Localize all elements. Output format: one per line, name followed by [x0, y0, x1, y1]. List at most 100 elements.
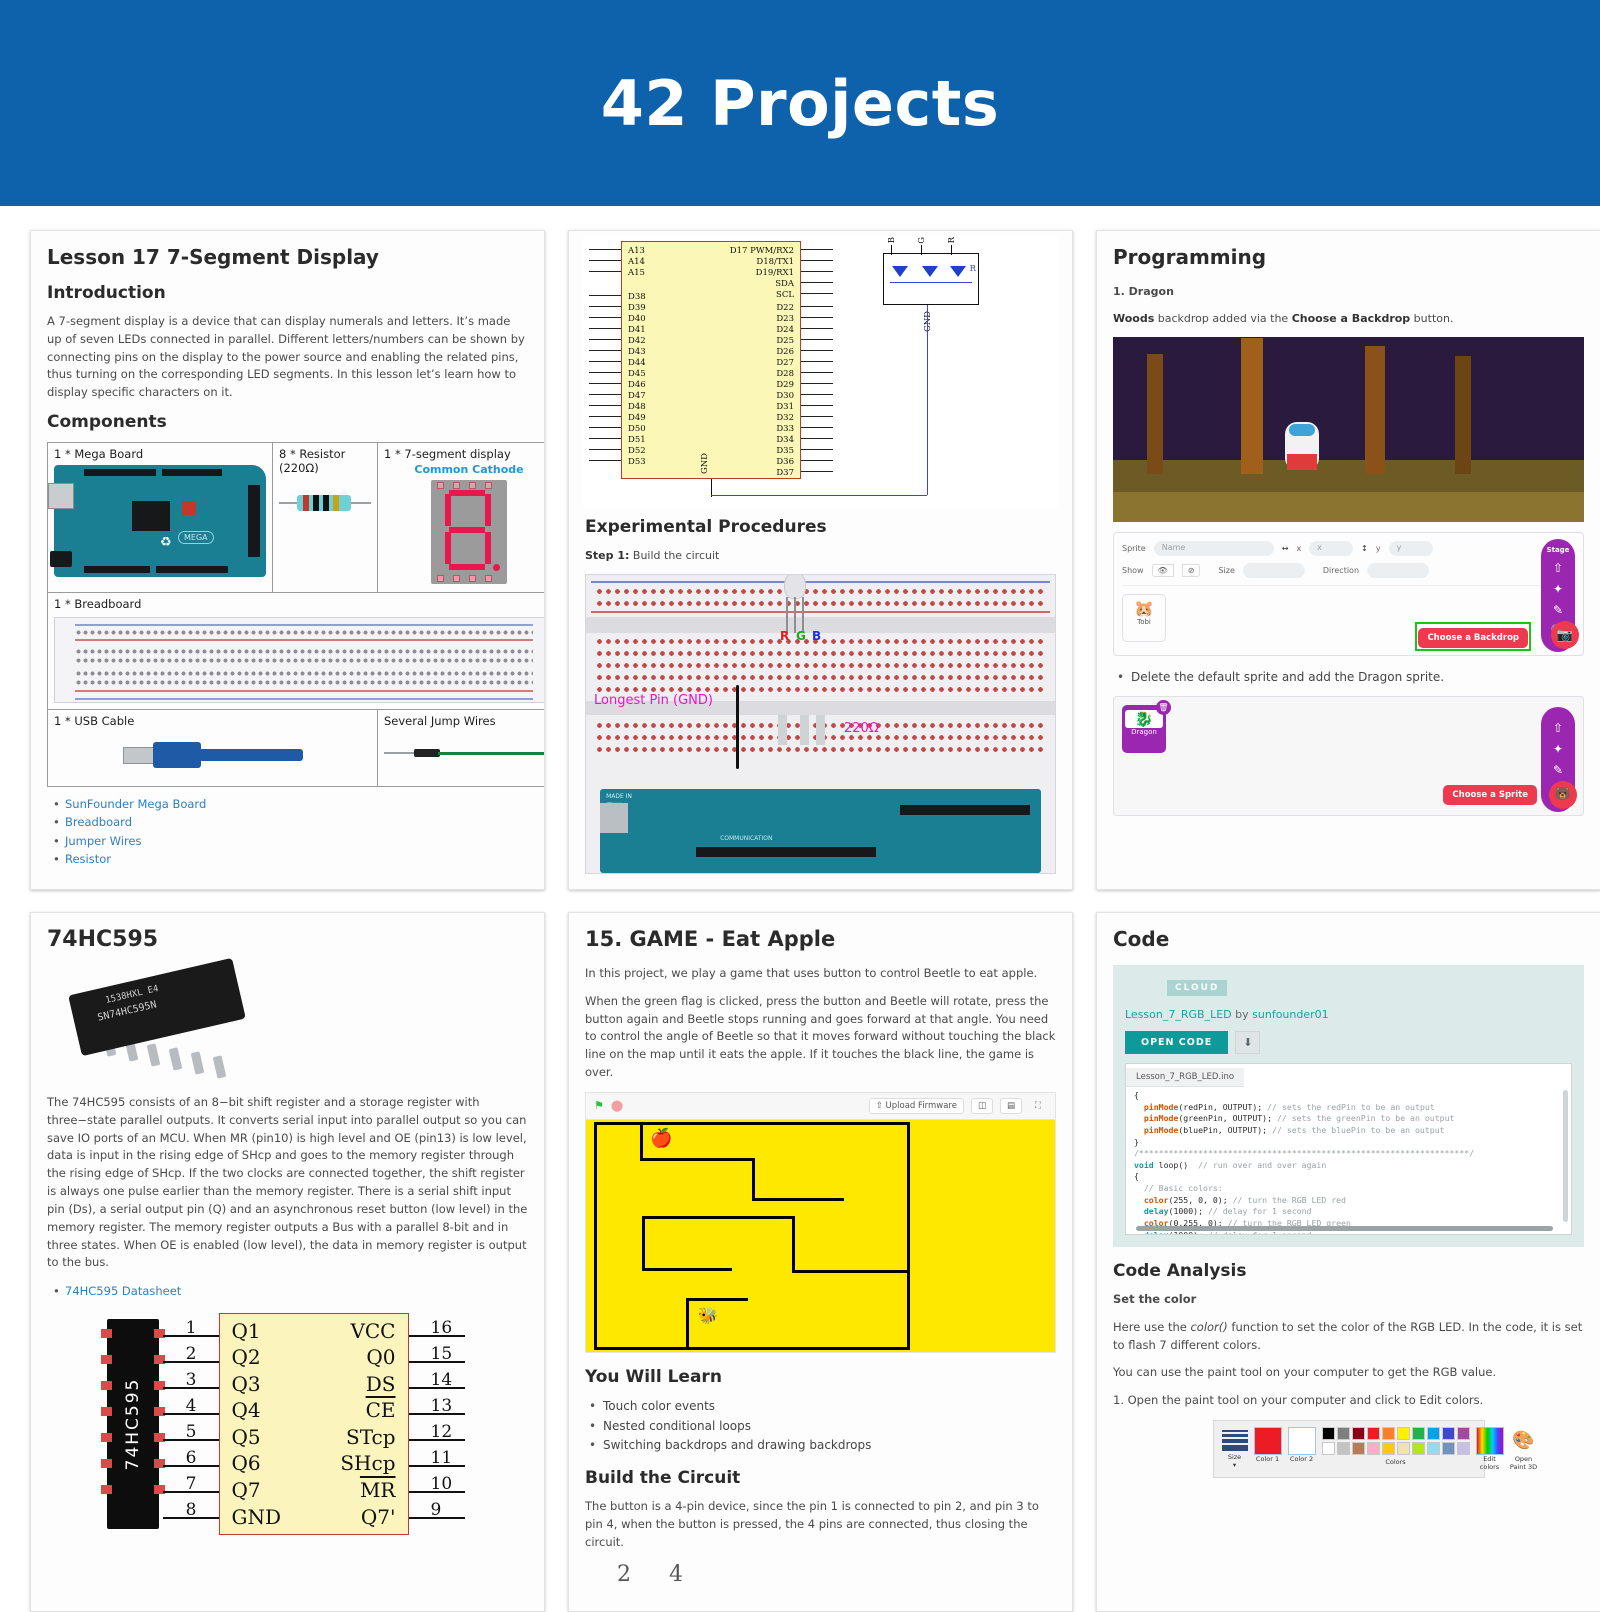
- table-row: 1 * USB Cable Several Jump Wires: [47, 709, 544, 788]
- sprite-card-dragon[interactable]: 🐉 Dragon 🗑: [1122, 699, 1171, 753]
- show-visible-icon[interactable]: 👁: [1151, 564, 1174, 578]
- direction-input[interactable]: [1367, 563, 1430, 579]
- upload-firmware-label: Upload Firmware: [885, 1100, 957, 1111]
- wire: [589, 350, 621, 351]
- choose-backdrop-button[interactable]: Choose a Backdrop: [1418, 628, 1528, 649]
- download-icon[interactable]: ⬇: [1235, 1031, 1261, 1054]
- paint-icon[interactable]: ✎: [1552, 762, 1564, 777]
- paint-icon[interactable]: ✎: [1552, 603, 1564, 618]
- color2-swatch: [1287, 1427, 1316, 1456]
- color-swatch[interactable]: [1366, 1442, 1380, 1456]
- choose-backdrop-highlight: Choose a Backdrop: [1415, 622, 1531, 652]
- mcu-pin-label: D24: [776, 325, 794, 335]
- y-input[interactable]: y: [1388, 541, 1433, 557]
- pin-lead: [408, 1334, 465, 1337]
- cell-mega-board: 1 * Mega Board ♻ MEGA: [47, 442, 273, 594]
- pin-number: 4: [185, 1395, 197, 1416]
- color-swatch[interactable]: [1456, 1442, 1470, 1456]
- pin-lead: [408, 1438, 465, 1441]
- sprite-name-input[interactable]: Name: [1153, 541, 1274, 557]
- card-code: Code CLOUD Lesson_7_RGB_LED by sunfounde…: [1096, 912, 1600, 1612]
- wire: [801, 361, 833, 362]
- breadboard-center-channel: [586, 701, 1055, 716]
- code-vertical-scrollbar[interactable]: [1563, 1090, 1568, 1222]
- tree-icon: [1455, 356, 1471, 475]
- color-swatch[interactable]: [1351, 1427, 1365, 1441]
- paint3d-tool[interactable]: 🎨 Open Paint 3D: [1510, 1427, 1538, 1471]
- card-programming: Programming 1. Dragon Woods backdrop add…: [1096, 230, 1600, 890]
- color-swatch[interactable]: [1381, 1442, 1395, 1456]
- link-item[interactable]: 74HC595 Datasheet: [47, 1282, 528, 1301]
- wire: [589, 271, 621, 272]
- cell-breadboard: 1 * Breadboard: [47, 592, 544, 711]
- list-item: Touch color events: [585, 1397, 1056, 1417]
- chip-leg-icon: [168, 1047, 183, 1071]
- build-text: The button is a 4-pin device, since the …: [585, 1499, 1039, 1549]
- color-swatch[interactable]: [1426, 1442, 1440, 1456]
- color-swatch[interactable]: [1336, 1427, 1350, 1441]
- color-swatch[interactable]: [1381, 1427, 1395, 1441]
- choose-backdrop-fab[interactable]: 📷: [1551, 621, 1579, 650]
- large-stage-button[interactable]: ▤: [1000, 1097, 1023, 1114]
- mcu-pin-label: A13: [628, 246, 645, 256]
- pin-icon: [100, 1354, 112, 1364]
- open-code-button[interactable]: OPEN CODE: [1125, 1031, 1229, 1054]
- color2-tool[interactable]: Color 2: [1287, 1427, 1316, 1463]
- color-swatch[interactable]: [1321, 1442, 1335, 1456]
- color-swatch[interactable]: [1396, 1427, 1410, 1441]
- wire: [801, 271, 833, 272]
- fullscreen-icon[interactable]: ⛶: [1035, 1100, 1041, 1111]
- pinout-number-row: 11: [408, 1448, 469, 1476]
- upload-firmware-button[interactable]: ⇧ Upload Firmware: [868, 1097, 964, 1114]
- color-swatch[interactable]: [1411, 1442, 1425, 1456]
- color-swatch[interactable]: [1426, 1427, 1440, 1441]
- color-swatch[interactable]: [1336, 1442, 1350, 1456]
- wire: [589, 383, 621, 384]
- chevron-down-icon[interactable]: ▾: [1232, 1461, 1237, 1470]
- color-swatch[interactable]: [1456, 1427, 1470, 1441]
- color-swatch[interactable]: [1366, 1427, 1380, 1441]
- surprise-icon[interactable]: ✦: [1552, 582, 1564, 597]
- choose-sprite-fab[interactable]: 🐻: [1549, 780, 1577, 809]
- delete-sprite-icon[interactable]: 🗑: [1156, 699, 1171, 715]
- led-leg: [786, 597, 788, 634]
- project-author-link[interactable]: sunfounder01: [1252, 1008, 1329, 1021]
- small-stage-button[interactable]: ◫: [970, 1097, 994, 1114]
- edit-colors-tool[interactable]: Edit colors: [1475, 1427, 1504, 1471]
- upload-icon[interactable]: ⇧: [1552, 720, 1564, 735]
- color-swatch[interactable]: [1351, 1442, 1365, 1456]
- color-swatch[interactable]: [1441, 1427, 1455, 1441]
- link-item[interactable]: SunFounder Mega Board: [47, 795, 528, 814]
- mcu-pin-label: D38: [628, 292, 646, 302]
- link-item[interactable]: Resistor: [47, 850, 528, 869]
- code-file-tab[interactable]: Lesson_7_RGB_LED.ino: [1126, 1068, 1245, 1087]
- show-hidden-icon[interactable]: ⊘: [1181, 564, 1201, 578]
- pin-number: 13: [430, 1395, 453, 1416]
- color1-tool[interactable]: Color 1: [1253, 1427, 1282, 1463]
- paint3d-icon: 🎨: [1512, 1430, 1535, 1452]
- pinout-number-row: 4: [159, 1395, 219, 1424]
- swatch-grid[interactable]: [1321, 1427, 1470, 1456]
- pin-number: 9: [430, 1499, 442, 1520]
- link-item[interactable]: Jumper Wires: [47, 832, 528, 851]
- stop-icon[interactable]: ⬤: [610, 1099, 624, 1113]
- link-item[interactable]: Breadboard: [47, 813, 528, 832]
- sprite-card-tobi[interactable]: 🐹 Tobi: [1122, 594, 1166, 643]
- x-input[interactable]: x: [1309, 541, 1354, 557]
- color-swatch[interactable]: [1396, 1442, 1410, 1456]
- upload-icon[interactable]: ⇧: [1552, 561, 1564, 576]
- color-swatch[interactable]: [1441, 1442, 1455, 1456]
- hole-row: [595, 745, 1046, 755]
- project-name-link[interactable]: Lesson_7_RGB_LED: [1125, 1008, 1232, 1021]
- color-swatch[interactable]: [1321, 1427, 1335, 1441]
- size-tool[interactable]: Size ▾: [1221, 1427, 1248, 1470]
- surprise-icon[interactable]: ✦: [1552, 741, 1564, 756]
- maze-wall: [640, 1121, 643, 1158]
- mcu-pin-label: D28: [776, 369, 794, 379]
- choose-sprite-button[interactable]: Choose a Sprite: [1443, 784, 1537, 805]
- color-swatch[interactable]: [1411, 1427, 1425, 1441]
- code-horizontal-scrollbar[interactable]: [1136, 1226, 1553, 1231]
- size-input[interactable]: [1242, 563, 1305, 579]
- mcu-pin-label: D45: [628, 369, 646, 379]
- green-flag-icon[interactable]: ⚑: [594, 1099, 604, 1113]
